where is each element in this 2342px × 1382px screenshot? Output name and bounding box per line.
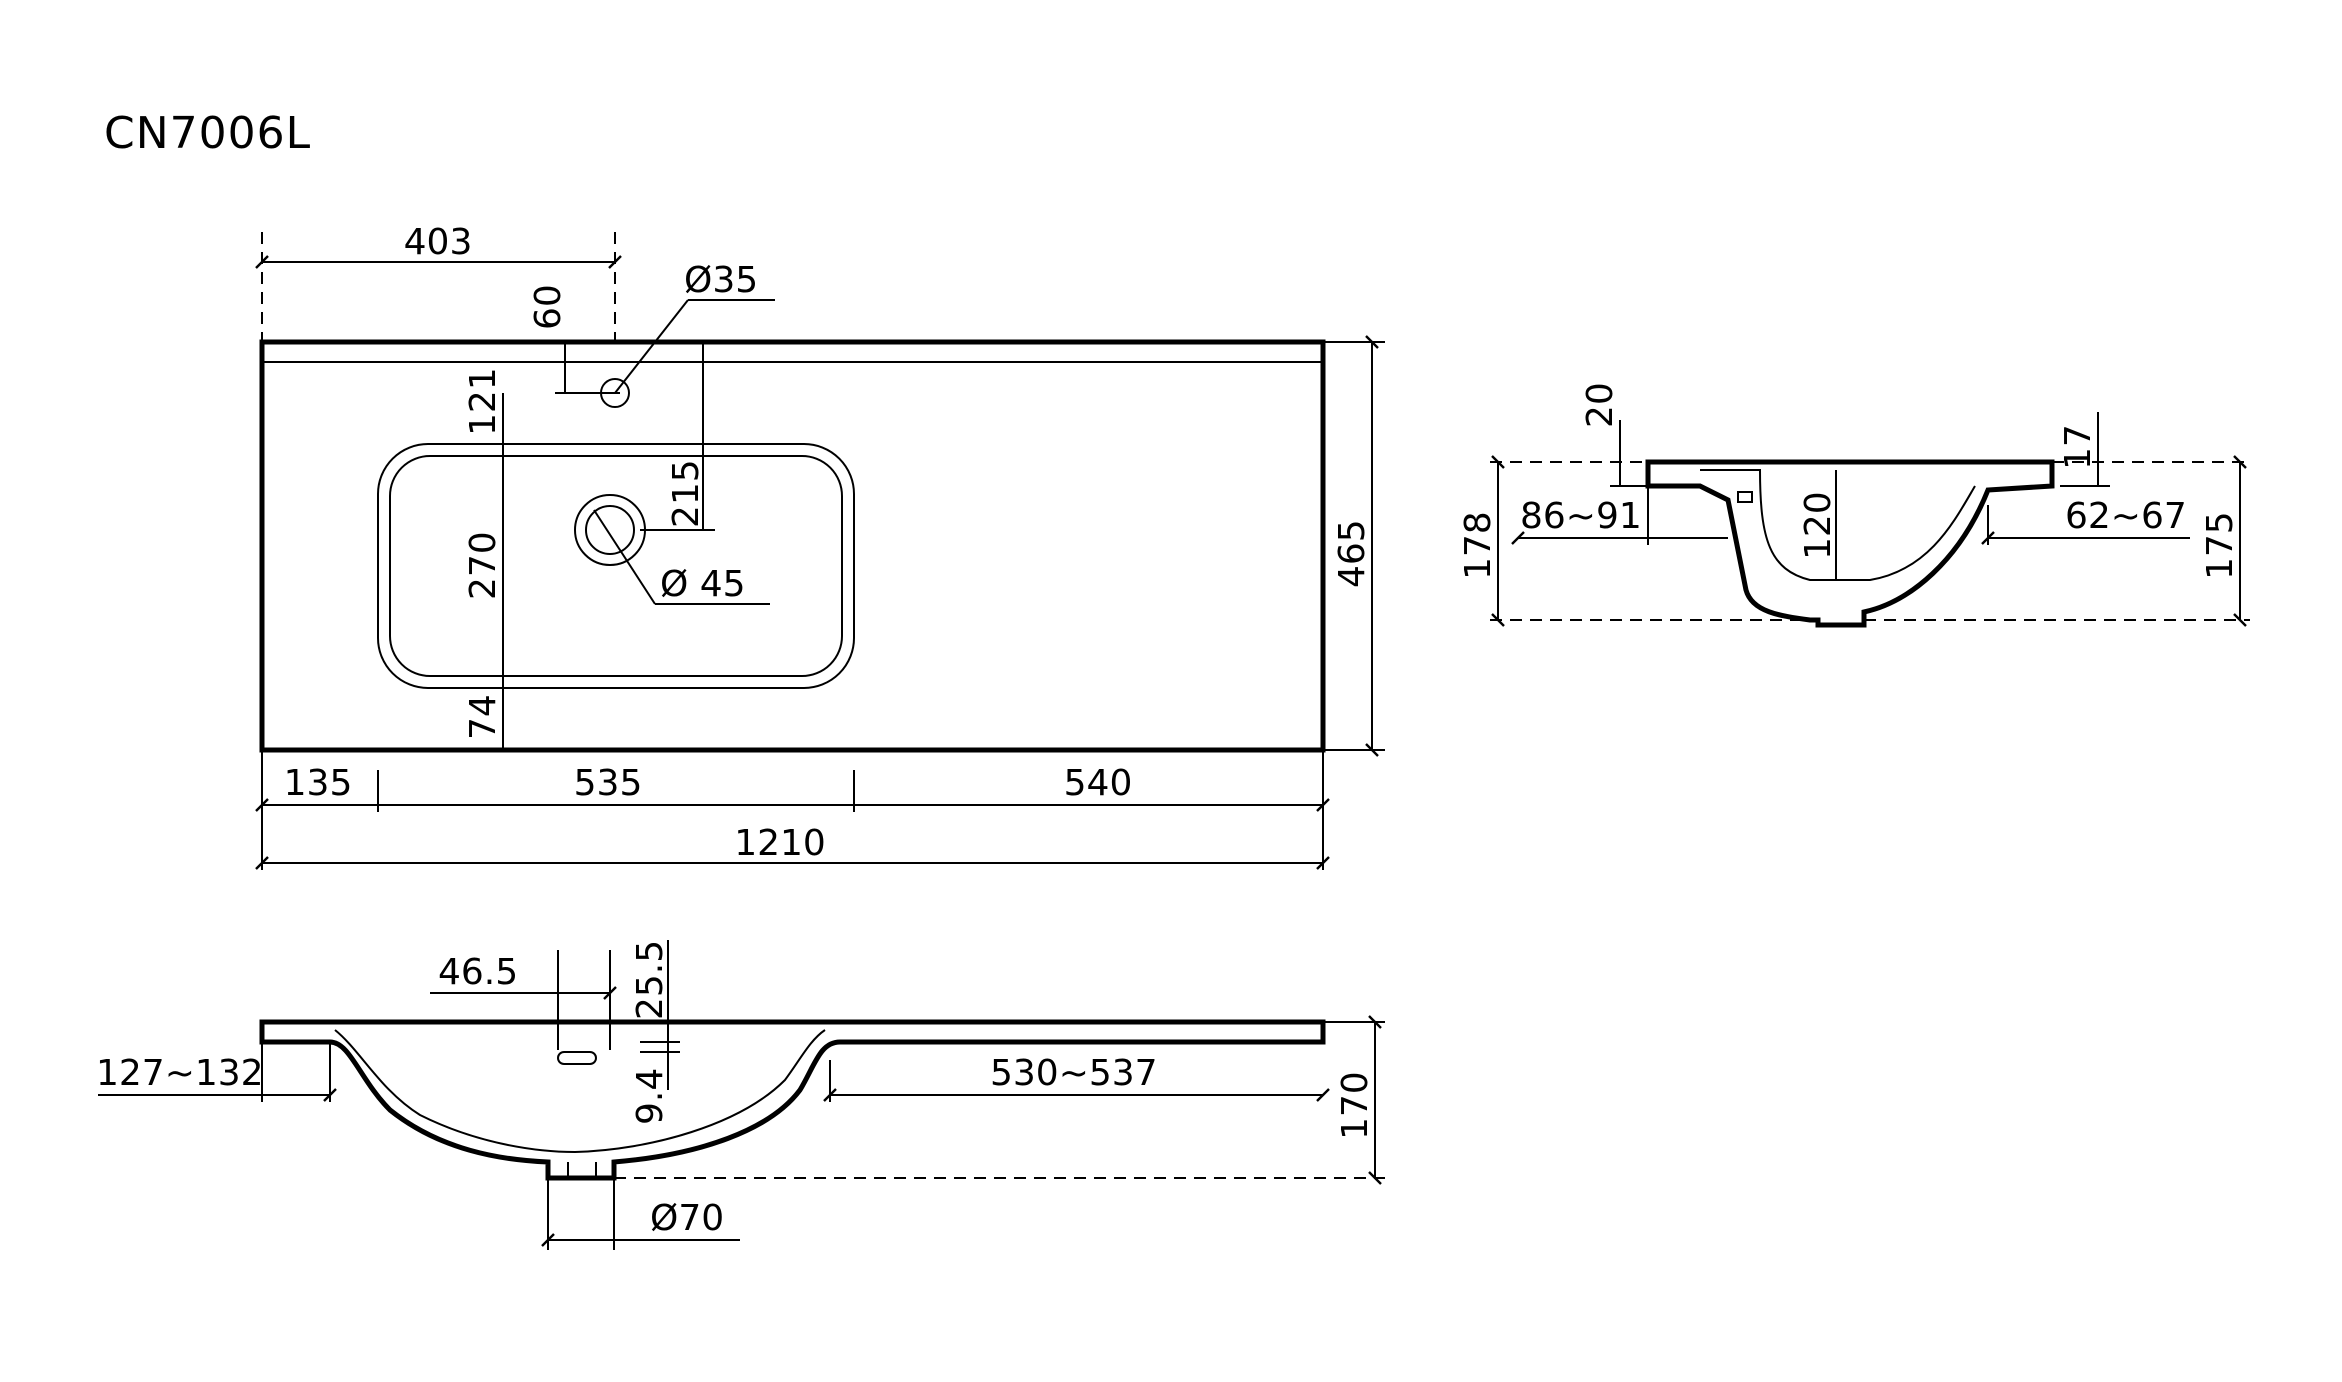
tap-hole-label: Ø35 xyxy=(684,260,758,301)
dim-17: 17 xyxy=(2058,424,2099,470)
front-profile xyxy=(259,1019,1326,1181)
dim-170: 170 xyxy=(1335,1071,1376,1140)
dim-175: 175 xyxy=(2200,511,2241,580)
plan-view: 403 60 Ø35 121 270 74 215 Ø 45 465 13 xyxy=(255,222,1385,870)
drain-diameter-label: Ø70 xyxy=(650,1198,724,1239)
bowl-inner xyxy=(389,455,843,677)
bowl-outer xyxy=(377,443,855,689)
side-profile xyxy=(1645,459,2055,628)
dim-127-132: 127~132 xyxy=(96,1053,264,1094)
dim-86-91: 86~91 xyxy=(1520,496,1642,537)
drain-hole-label: Ø 45 xyxy=(660,564,746,605)
dim-403: 403 xyxy=(404,222,473,263)
dim-9-4: 9.4 xyxy=(630,1068,671,1125)
drain-inner xyxy=(585,505,635,555)
dim-62-67: 62~67 xyxy=(2065,496,2187,537)
dim-540: 540 xyxy=(1064,763,1133,804)
dim-215: 215 xyxy=(666,459,707,528)
dim-20: 20 xyxy=(1580,382,1621,428)
dim-46-5: 46.5 xyxy=(438,952,518,993)
dim-74: 74 xyxy=(463,694,504,740)
dim-25-5: 25.5 xyxy=(630,940,671,1020)
dim-120: 120 xyxy=(1798,491,1839,560)
dim-135: 135 xyxy=(284,763,353,804)
side-view: 20 178 86~91 120 17 62~67 175 xyxy=(1458,382,2250,628)
dim-1210: 1210 xyxy=(734,823,826,864)
dim-465: 465 xyxy=(1332,519,1373,588)
dim-270: 270 xyxy=(463,531,504,600)
overflow-slot xyxy=(557,1051,597,1065)
dim-178: 178 xyxy=(1458,511,1499,580)
dim-121: 121 xyxy=(463,367,504,436)
model-title: CN7006L xyxy=(104,108,312,159)
dim-535: 535 xyxy=(574,763,643,804)
dim-60: 60 xyxy=(528,284,569,330)
dim-530-537: 530~537 xyxy=(990,1053,1158,1094)
countertop-outline xyxy=(259,339,1326,753)
front-view: 46.5 25.5 9.4 127~132 530~537 170 Ø70 xyxy=(96,940,1385,1250)
